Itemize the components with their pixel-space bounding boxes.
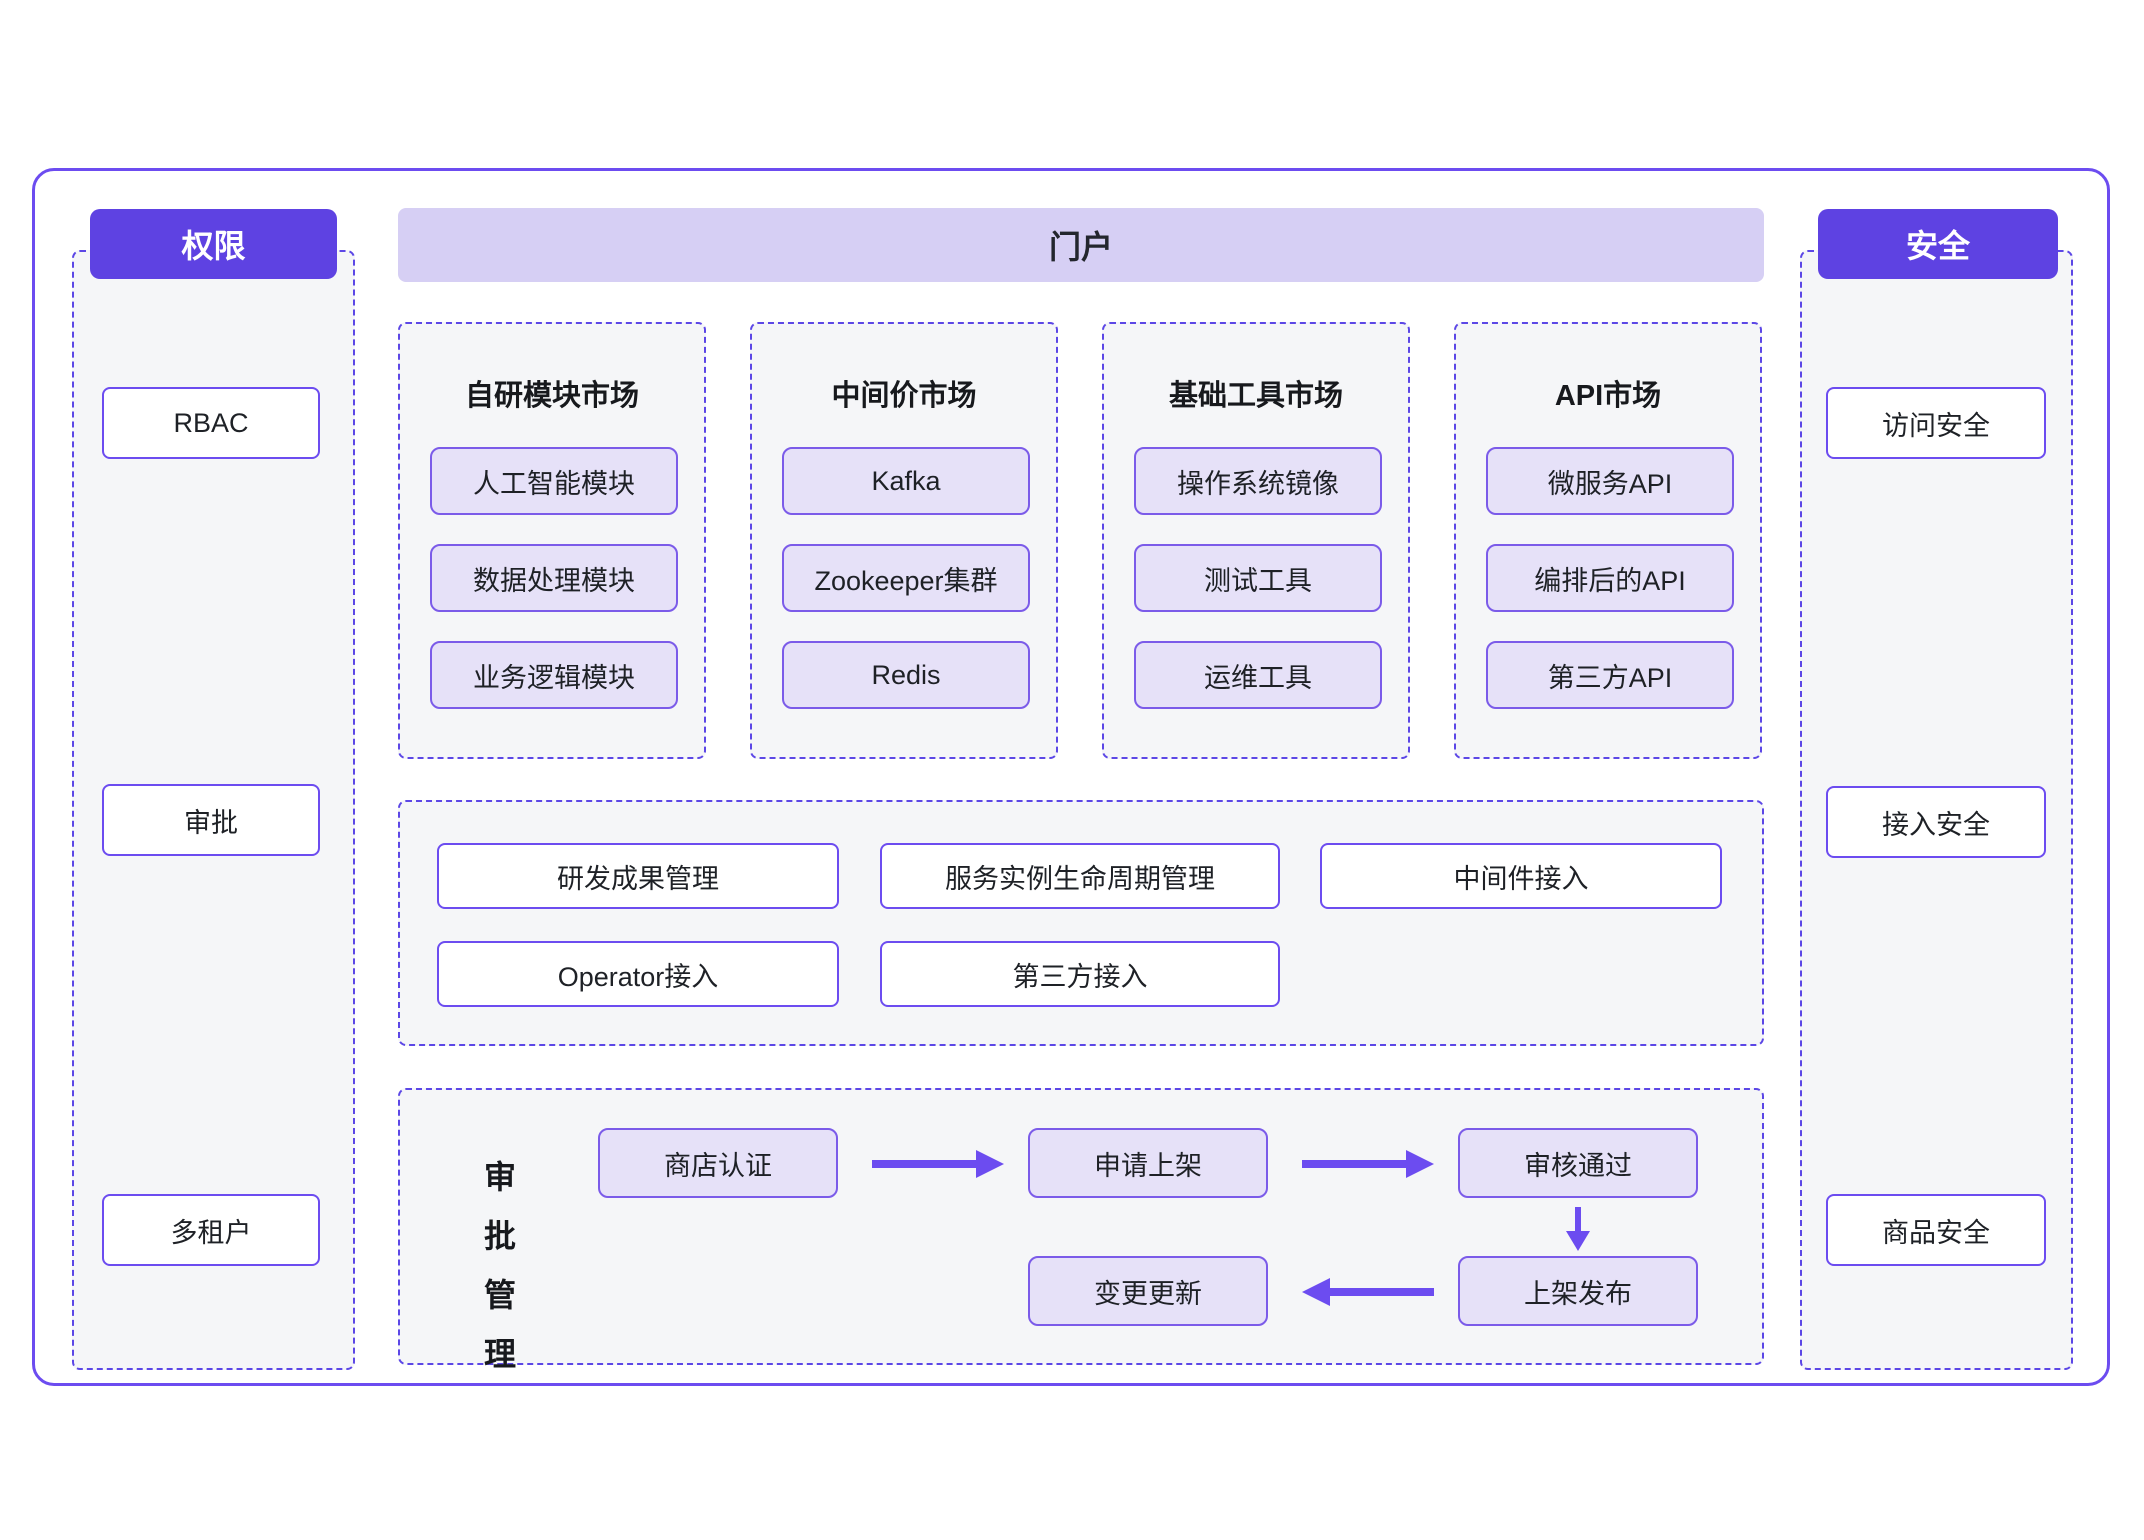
market-item: 微服务API: [1486, 447, 1734, 515]
management-item-operator-access: Operator接入: [437, 941, 839, 1007]
approval-step-change-update: 变更更新: [1028, 1256, 1268, 1326]
arrow-right-icon: [872, 1150, 1004, 1178]
market-title: 基础工具市场: [1168, 380, 1343, 412]
security-item-access: 访问安全: [1826, 387, 2046, 459]
management-item-rd-results: 研发成果管理: [437, 843, 839, 909]
portal-banner: 门户: [398, 208, 1764, 282]
market-item: 运维工具: [1134, 641, 1382, 709]
market-item: Zookeeper集群: [782, 544, 1030, 612]
market-item: 操作系统镜像: [1134, 447, 1382, 515]
approval-label-char: 批: [483, 1218, 516, 1254]
market-column-middleware: 中间价市场 Kafka Zookeeper集群 Redis: [750, 322, 1058, 759]
permissions-header: 权限: [90, 209, 337, 279]
approval-label-char: 理: [483, 1336, 516, 1372]
market-item: 数据处理模块: [430, 544, 678, 612]
market-item: 测试工具: [1134, 544, 1382, 612]
security-item-integration: 接入安全: [1826, 786, 2046, 858]
approval-section-label: 审 批 管 理: [468, 1152, 532, 1375]
approval-step-review-passed: 审核通过: [1458, 1128, 1698, 1198]
market-title: API市场: [1554, 380, 1662, 412]
management-item-lifecycle: 服务实例生命周期管理: [880, 843, 1280, 909]
arrow-down-icon: [1566, 1207, 1590, 1251]
market-item: 人工智能模块: [430, 447, 678, 515]
security-header: 安全: [1818, 209, 2058, 279]
market-title: 中间价市场: [831, 380, 977, 412]
market-column-modules: 自研模块市场 人工智能模块 数据处理模块 业务逻辑模块: [398, 322, 706, 759]
management-section: [398, 800, 1764, 1046]
arrow-right-icon: [1302, 1150, 1434, 1178]
market-item: 第三方API: [1486, 641, 1734, 709]
market-item: 编排后的API: [1486, 544, 1734, 612]
approval-step-store-cert: 商店认证: [598, 1128, 838, 1198]
market-item: Redis: [782, 641, 1030, 709]
permissions-item-multitenant: 多租户: [102, 1194, 320, 1266]
approval-label-char: 管: [483, 1277, 516, 1313]
approval-label-char: 审: [483, 1159, 516, 1195]
arrow-left-icon: [1302, 1278, 1434, 1306]
approval-step-apply-listing: 申请上架: [1028, 1128, 1268, 1198]
permissions-item-rbac: RBAC: [102, 387, 320, 459]
management-item-middleware-access: 中间件接入: [1320, 843, 1722, 909]
market-column-api: API市场 微服务API 编排后的API 第三方API: [1454, 322, 1762, 759]
permissions-item-approval: 审批: [102, 784, 320, 856]
market-item: 业务逻辑模块: [430, 641, 678, 709]
approval-step-publish: 上架发布: [1458, 1256, 1698, 1326]
market-column-tools: 基础工具市场 操作系统镜像 测试工具 运维工具: [1102, 322, 1410, 759]
security-item-product: 商品安全: [1826, 1194, 2046, 1266]
management-item-thirdparty-access: 第三方接入: [880, 941, 1280, 1007]
market-item: Kafka: [782, 447, 1030, 515]
market-title: 自研模块市场: [464, 380, 639, 412]
